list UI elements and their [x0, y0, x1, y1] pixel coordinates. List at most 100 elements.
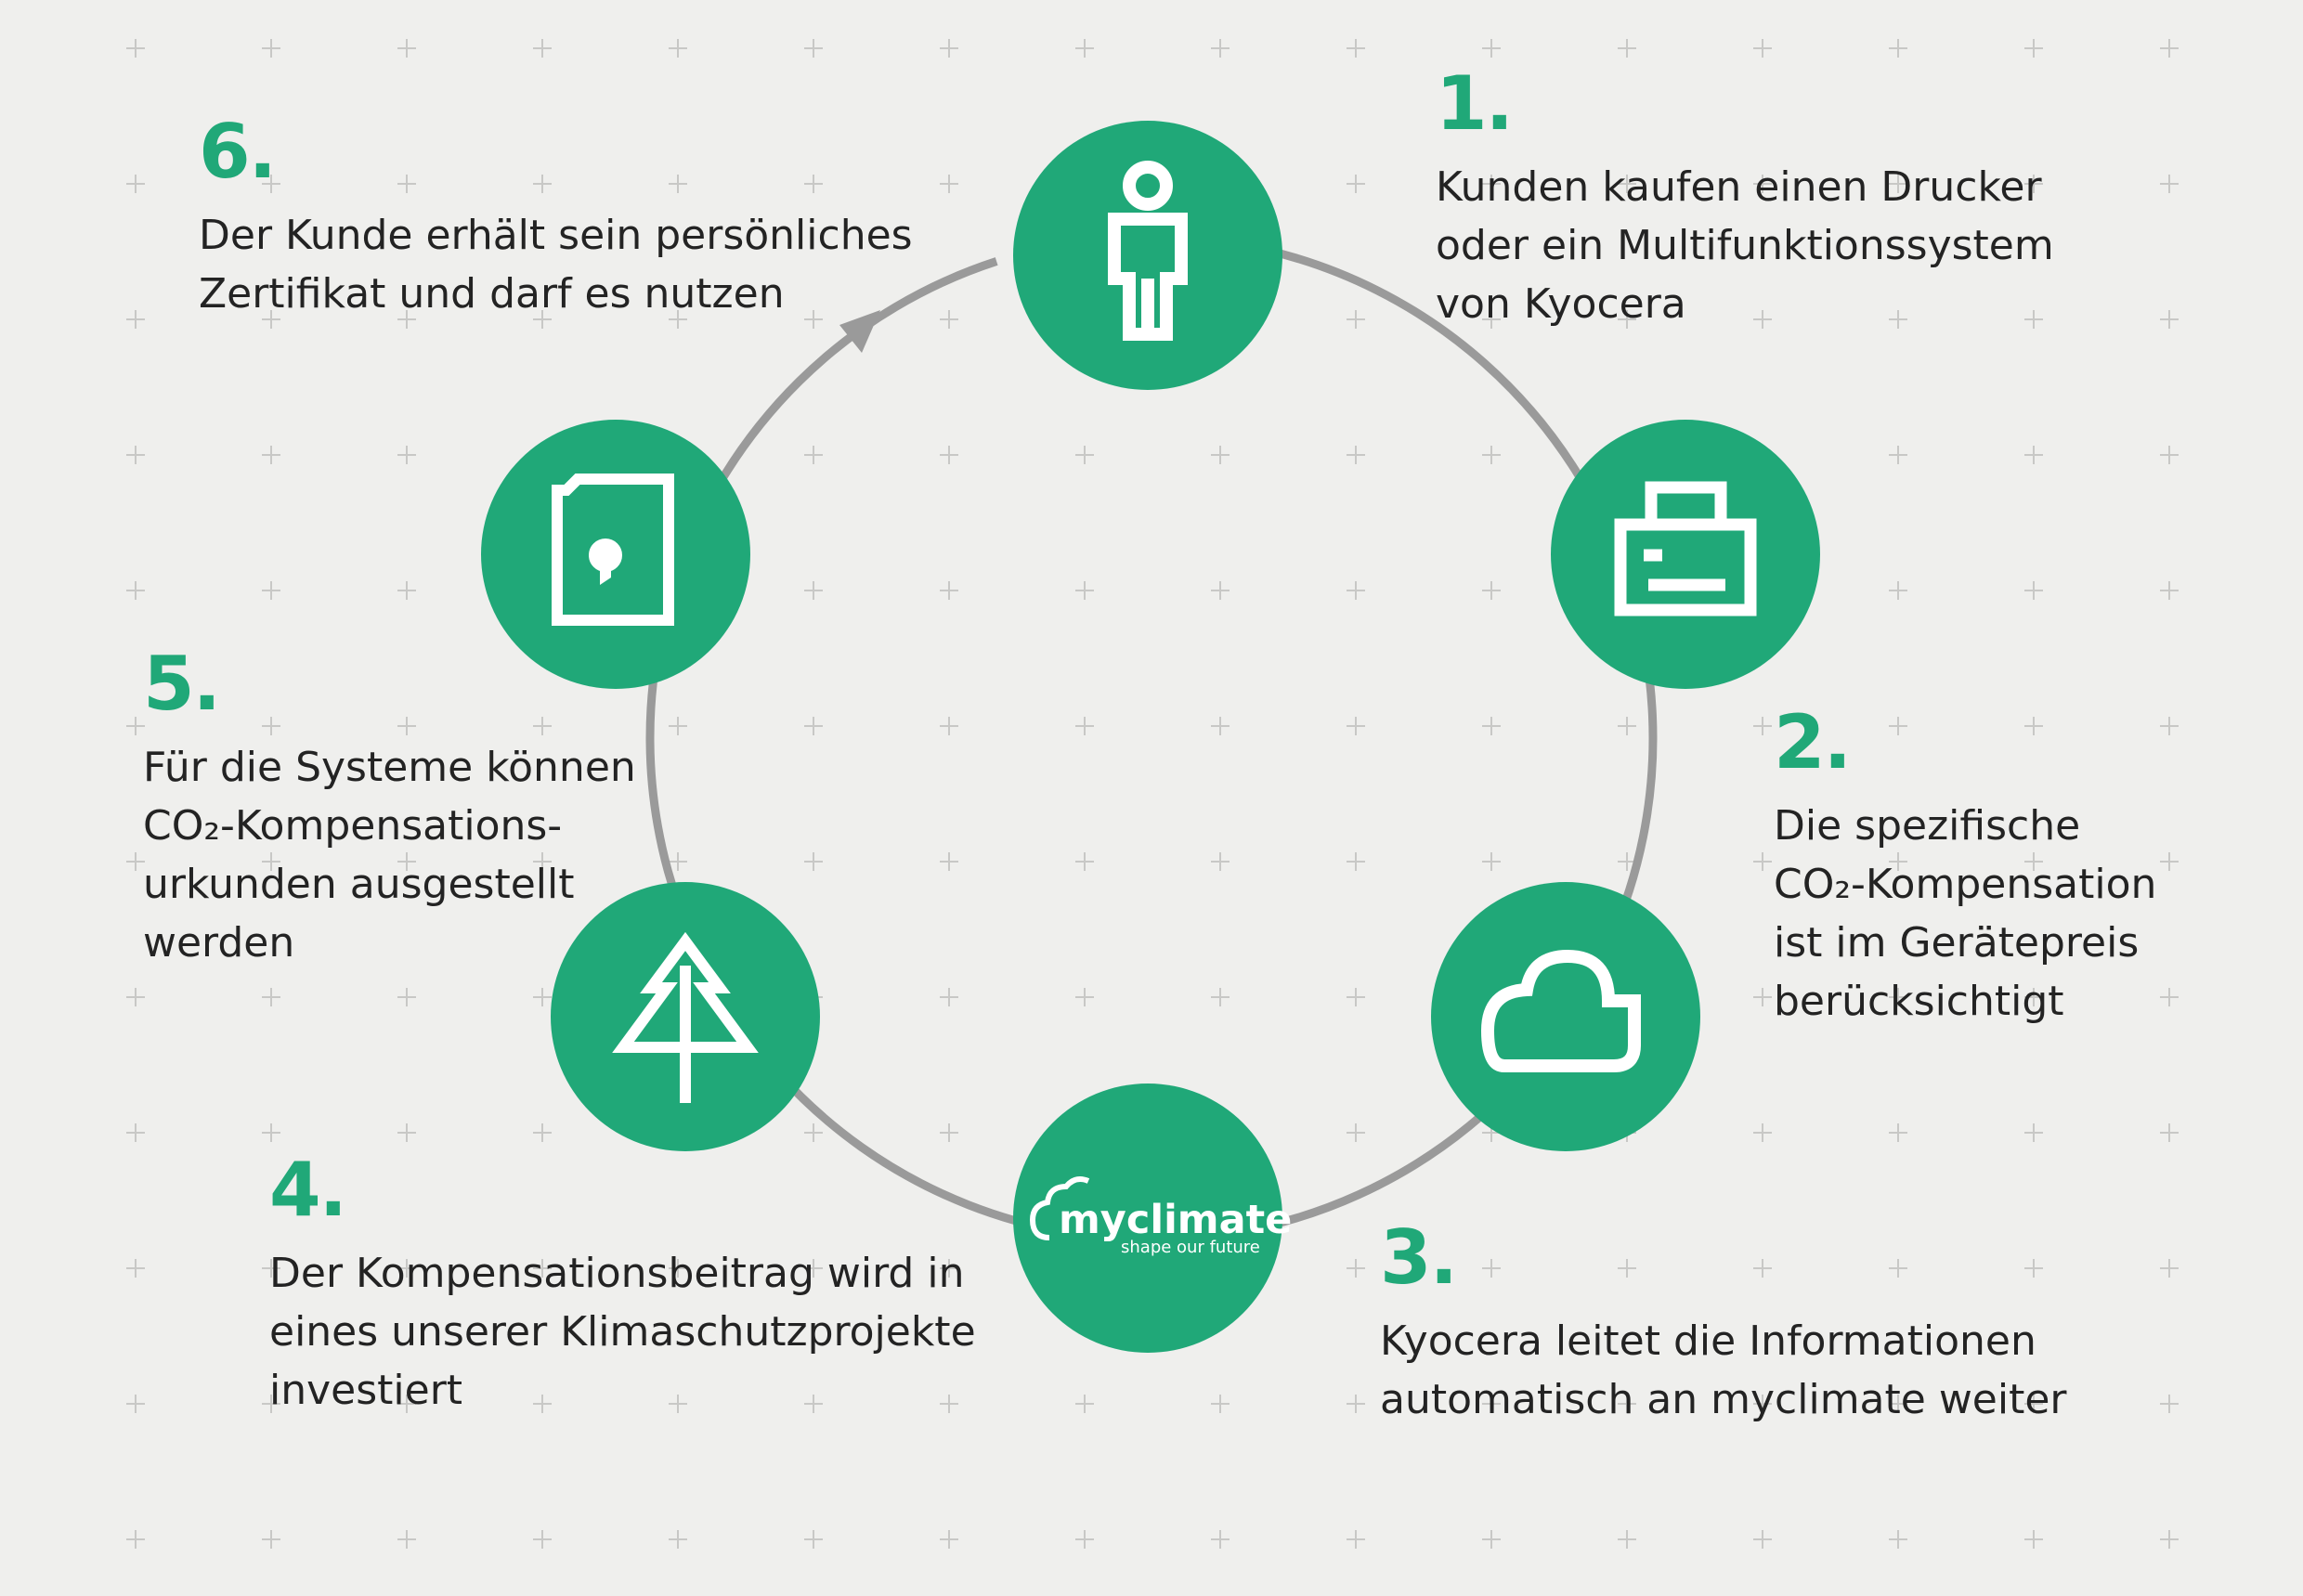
- step-number: 3.: [1380, 1214, 1458, 1301]
- grid-plus-mark: [1347, 1530, 1365, 1549]
- grid-plus-mark: [2024, 581, 2043, 600]
- grid-plus-mark: [533, 717, 552, 735]
- grid-plus-mark: [126, 1395, 145, 1413]
- grid-plus-mark: [1753, 1123, 1772, 1142]
- grid-plus-mark: [1753, 1259, 1772, 1278]
- grid-plus-mark: [1347, 988, 1365, 1006]
- grid-plus-mark: [262, 1395, 280, 1413]
- grid-plus-mark: [397, 175, 416, 193]
- grid-plus-mark: [397, 1123, 416, 1142]
- grid-plus-mark: [1753, 310, 1772, 329]
- grid-plus-mark: [2160, 852, 2179, 871]
- logo-wordmark: myclimate: [1059, 1197, 1292, 1243]
- step-line: eines unserer Klimaschutzprojekte: [269, 1308, 976, 1356]
- grid-plus-mark: [126, 1259, 145, 1278]
- grid-plus-mark: [397, 1259, 416, 1278]
- step-description: Der Kompensationsbeitrag wird in eines u…: [269, 1244, 976, 1420]
- grid-plus-mark: [1618, 852, 1636, 871]
- grid-plus-mark: [2160, 988, 2179, 1006]
- node-person: [1013, 121, 1282, 390]
- grid-plus-mark: [1753, 1530, 1772, 1549]
- grid-plus-mark: [1482, 1395, 1501, 1413]
- myclimate-logo: myclimate shape our future: [1029, 1176, 1292, 1257]
- grid-plus-mark: [2160, 717, 2179, 735]
- grid-plus-mark: [1482, 581, 1501, 600]
- grid-plus-mark: [397, 988, 416, 1006]
- grid-plus-mark: [1618, 1395, 1636, 1413]
- grid-plus-mark: [126, 717, 145, 735]
- grid-plus-mark: [1347, 446, 1365, 464]
- step-number: 6.: [199, 109, 277, 195]
- grid-plus-mark: [126, 1530, 145, 1549]
- node-myclimate: myclimate shape our future: [1013, 1083, 1292, 1353]
- grid-plus-mark: [940, 1259, 958, 1278]
- grid-plus-mark: [1482, 1530, 1501, 1549]
- step-line: werden: [143, 919, 295, 967]
- step-line: Der Kompensationsbeitrag wird in: [269, 1250, 965, 1297]
- grid-plus-mark: [1347, 717, 1365, 735]
- grid-plus-mark: [1211, 39, 1230, 58]
- grid-plus-mark: [1753, 1395, 1772, 1413]
- grid-plus-mark: [1211, 717, 1230, 735]
- grid-plus-mark: [804, 175, 823, 193]
- grid-plus-mark: [804, 39, 823, 58]
- grid-plus-mark: [2160, 1123, 2179, 1142]
- grid-plus-mark: [262, 852, 280, 871]
- grid-plus-mark: [804, 852, 823, 871]
- grid-plus-mark: [940, 446, 958, 464]
- grid-plus-mark: [1889, 1259, 1907, 1278]
- grid-plus-mark: [126, 1123, 145, 1142]
- grid-plus-mark: [2024, 1395, 2043, 1413]
- grid-plus-mark: [1211, 581, 1230, 600]
- grid-plus-mark: [1618, 175, 1636, 193]
- grid-plus-mark: [397, 39, 416, 58]
- tree-icon: [612, 931, 759, 1103]
- grid-plus-mark: [1889, 1530, 1907, 1549]
- step-number: 2.: [1774, 699, 1852, 785]
- arrow-icon: [839, 310, 880, 353]
- grid-plus-mark: [1347, 852, 1365, 871]
- grid-plus-mark: [669, 39, 687, 58]
- grid-plus-mark: [126, 852, 145, 871]
- grid-plus-mark: [533, 1123, 552, 1142]
- grid-plus-mark: [1889, 39, 1907, 58]
- grid-plus-mark: [940, 1123, 958, 1142]
- grid-plus-mark: [1618, 1259, 1636, 1278]
- grid-plus-mark: [1075, 581, 1094, 600]
- grid-plus-mark: [533, 1395, 552, 1413]
- grid-plus-mark: [2160, 175, 2179, 193]
- grid-plus-mark: [1075, 1530, 1094, 1549]
- step-description: Der Kunde erhält sein persönliches Zerti…: [199, 206, 913, 323]
- step-line: von Kyocera: [1436, 280, 1686, 328]
- grid-plus-mark: [2024, 446, 2043, 464]
- grid-plus-mark: [397, 852, 416, 871]
- grid-plus-mark: [669, 175, 687, 193]
- grid-plus-mark: [533, 988, 552, 1006]
- grid-plus-mark: [669, 717, 687, 735]
- grid-plus-mark: [262, 581, 280, 600]
- step-line: ist im Gerätepreis: [1774, 919, 2140, 967]
- step-line: urkunden ausgestellt: [143, 861, 575, 908]
- grid-plus-mark: [1347, 175, 1365, 193]
- grid-plus-mark: [1482, 717, 1501, 735]
- grid-plus-mark: [1211, 988, 1230, 1006]
- grid-plus-mark: [397, 310, 416, 329]
- grid-plus-mark: [1753, 852, 1772, 871]
- certificate-icon: [552, 474, 674, 626]
- grid-plus-mark: [1889, 175, 1907, 193]
- grid-plus-mark: [262, 988, 280, 1006]
- grid-plus-mark: [262, 1259, 280, 1278]
- grid-plus-mark: [1075, 852, 1094, 871]
- grid-plus-mark: [669, 1395, 687, 1413]
- grid-plus-mark: [940, 39, 958, 58]
- grid-plus-mark: [2160, 39, 2179, 58]
- grid-plus-mark: [1889, 446, 1907, 464]
- grid-plus-mark: [940, 310, 958, 329]
- grid-plus-mark: [1482, 310, 1501, 329]
- grid-plus-mark: [1618, 1530, 1636, 1549]
- grid-plus-mark: [804, 1123, 823, 1142]
- logo-cloud-icon: [1029, 1176, 1090, 1240]
- grid-plus-mark: [804, 1259, 823, 1278]
- grid-plus-mark: [669, 852, 687, 871]
- node-cloud: [1431, 882, 1700, 1151]
